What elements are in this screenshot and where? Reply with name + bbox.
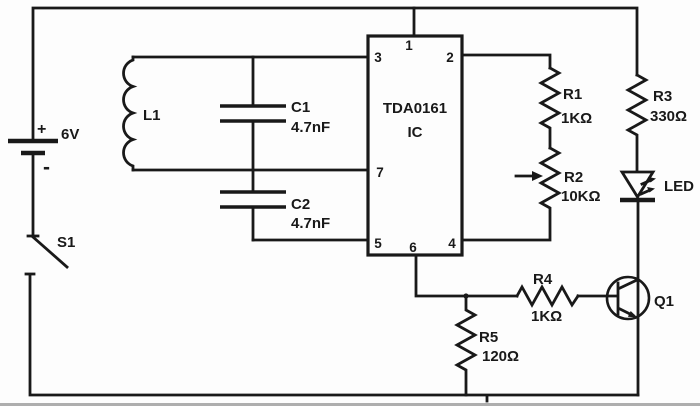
supply-loop-wires xyxy=(28,6,640,403)
c1-value: 4.7nF xyxy=(291,119,330,136)
led-label: LED xyxy=(664,178,694,195)
transistor-q1-internals: Q1 xyxy=(616,278,674,318)
inductor-coil xyxy=(122,55,138,172)
switch-label: S1 xyxy=(57,234,75,251)
led-symbol: LED xyxy=(619,170,694,203)
r3-zigzag xyxy=(625,73,649,174)
resistor-r4-symbol: R4 1KΩ xyxy=(414,253,618,325)
r1-label: R1 xyxy=(563,86,582,103)
ic-pin-3: 3 xyxy=(374,50,382,65)
r3-value: 330Ω xyxy=(650,108,687,125)
c2-value: 4.7nF xyxy=(291,215,330,232)
led-ray-2-shaft xyxy=(639,188,651,196)
resistor-r5-symbol: R5 120Ω xyxy=(454,293,519,397)
r2-value: 10KΩ xyxy=(561,188,601,205)
battery-plus-sign: + xyxy=(37,121,46,138)
ic-label: IC xyxy=(408,124,423,141)
led-ray-1-shaft xyxy=(640,178,652,186)
ic-pin-4: 4 xyxy=(448,236,456,251)
capacitor-c1-symbol: C1 4.7nF xyxy=(220,55,330,193)
ic-part-number: TDA0161 xyxy=(383,100,447,117)
r5-label: R5 xyxy=(479,329,498,346)
resistor-r3-symbol: R3 330Ω xyxy=(625,73,687,174)
ic-pin-5: 5 xyxy=(374,236,382,251)
r5-zigzag xyxy=(454,294,478,397)
battery-minus-sign: - xyxy=(43,156,50,179)
r4-label: R4 xyxy=(533,271,553,288)
pin2-wire xyxy=(460,53,552,70)
battery-voltage-label: 6V xyxy=(61,126,79,143)
r1-zigzag xyxy=(538,66,562,150)
ic-pin-7: 7 xyxy=(376,165,384,180)
ic-pin-1: 1 xyxy=(405,38,413,53)
tank-circuit-wires xyxy=(131,55,370,242)
pin6-wire xyxy=(414,253,519,298)
c1-label: C1 xyxy=(291,99,310,116)
inductor-label: L1 xyxy=(143,107,161,124)
battery-symbol: + - 6V xyxy=(8,121,79,179)
r5-value: 120Ω xyxy=(482,348,519,365)
r4-zigzag xyxy=(515,284,580,308)
resistor-r1-symbol: R1 1KΩ xyxy=(460,53,592,150)
q1-emitter-arrow xyxy=(627,311,638,318)
bottom-rail-wire xyxy=(28,273,640,397)
r3-label: R3 xyxy=(653,88,672,105)
c2-label: C2 xyxy=(291,196,310,213)
switch-blade xyxy=(31,235,69,269)
switch-s1-symbol: S1 xyxy=(24,234,75,276)
top-rail-wire xyxy=(31,6,639,142)
ic-pin-6: 6 xyxy=(409,240,417,255)
r4-value: 1KΩ xyxy=(531,308,562,325)
image-bottom-edge xyxy=(0,403,700,406)
ic-tda0161: TDA0161 IC 1 2 3 4 5 6 7 xyxy=(366,6,464,257)
capacitor-c2-symbol: C2 4.7nF xyxy=(220,190,330,242)
r2-zigzag xyxy=(460,146,562,242)
resistor-r2-symbol: R2 10KΩ xyxy=(460,146,601,242)
r2-label: R2 xyxy=(564,169,583,186)
inductor-l1-symbol: L1 xyxy=(122,55,161,172)
q1-label: Q1 xyxy=(654,293,674,310)
ic-pin-2: 2 xyxy=(446,50,454,65)
r2-wiper-arrow-head xyxy=(532,171,543,181)
led-triangle xyxy=(619,170,656,200)
r1-value: 1KΩ xyxy=(561,110,592,127)
q1-collector-line xyxy=(618,278,639,290)
led-ray-1-head xyxy=(648,177,656,183)
led-ray-2-head xyxy=(647,187,655,193)
ic-body xyxy=(366,34,464,257)
